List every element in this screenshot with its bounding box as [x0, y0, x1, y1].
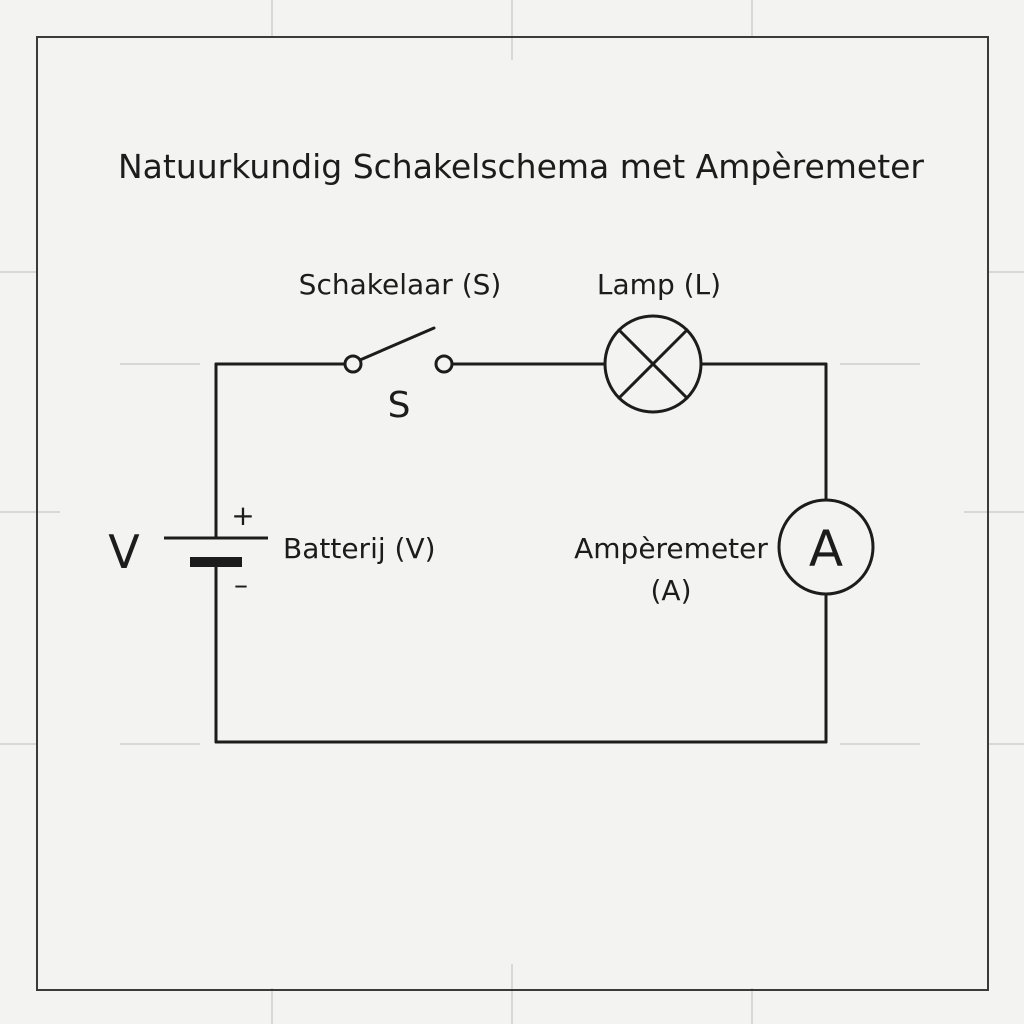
- circuit-wires: [214, 362, 828, 744]
- switch-symbol: [343, 326, 454, 374]
- switch-contact-right: [434, 354, 454, 374]
- ammeter-label-line1: Ampèremeter: [574, 532, 768, 565]
- ammeter-symbol: [777, 498, 875, 596]
- switch-lever: [358, 326, 436, 362]
- ammeter-label-line2: (A): [650, 574, 691, 607]
- battery-symbol-letter: V: [108, 525, 140, 579]
- lamp-circle: [603, 314, 703, 414]
- switch-symbol-letter: S: [388, 385, 411, 426]
- battery-label: Batterij (V): [283, 532, 436, 565]
- lamp-label: Lamp (L): [597, 268, 721, 301]
- battery-plus-sign: +: [231, 499, 254, 532]
- battery-symbol: [164, 536, 268, 567]
- lamp-symbol: [603, 314, 703, 414]
- lamp-cross-b: [617, 328, 689, 400]
- switch-contact-left: [343, 354, 363, 374]
- battery-minus-sign: –: [234, 568, 248, 601]
- switch-label: Schakelaar (S): [299, 268, 502, 301]
- ammeter-circle: [777, 498, 875, 596]
- diagram-title: Natuurkundig Schakelschema met Ampèremet…: [118, 147, 924, 186]
- ammeter-symbol-letter: A: [809, 520, 843, 578]
- drawing-frame: [36, 36, 989, 991]
